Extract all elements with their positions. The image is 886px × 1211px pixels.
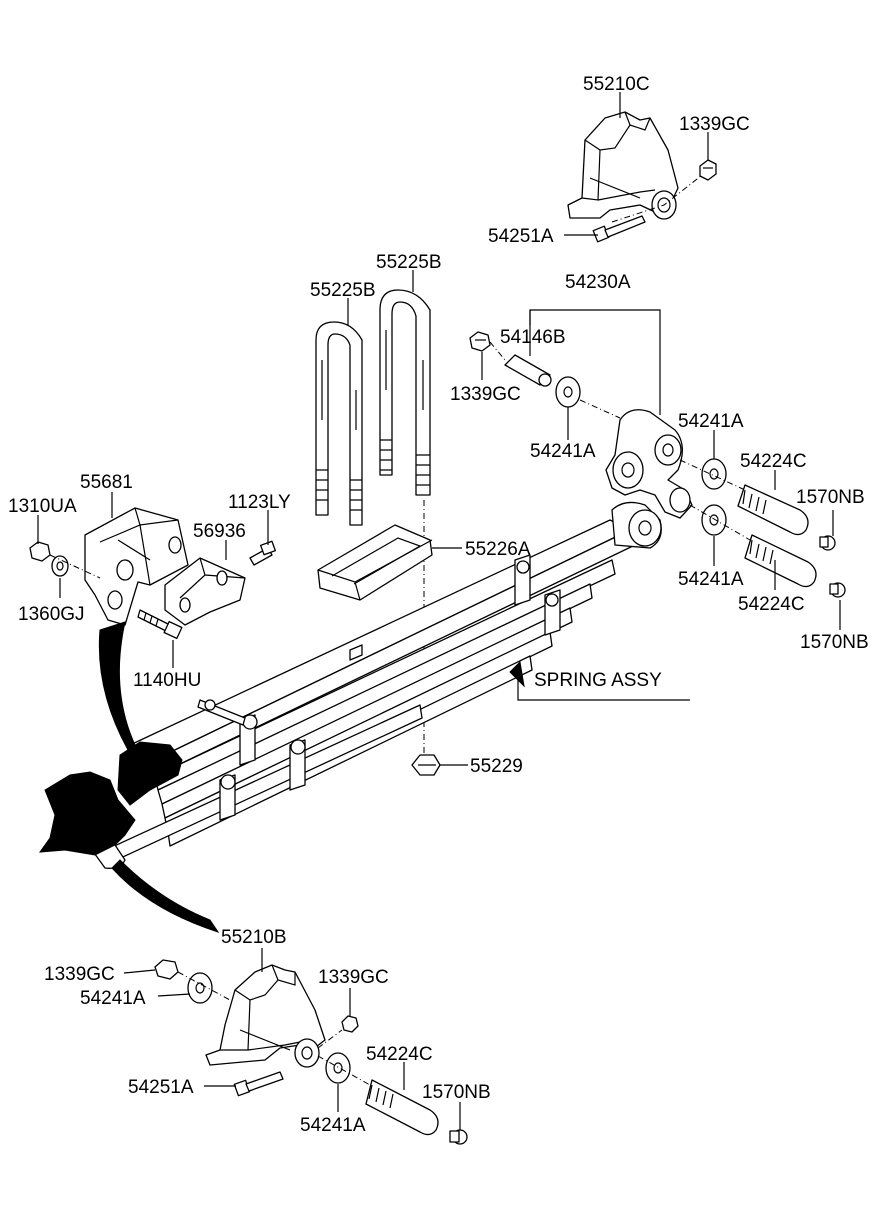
label-1339GC-mid: 1339GC	[450, 384, 521, 405]
label-55225B-left: 55225B	[310, 280, 376, 301]
washer-54241A-lower	[701, 504, 727, 536]
bumper-bracket-56936	[164, 557, 246, 626]
highlighted-bumper	[117, 741, 183, 806]
label-54224C-upper: 54224C	[740, 451, 807, 472]
label-54241A-bottom: 54241A	[300, 1115, 366, 1136]
label-1339GC-bottom-left: 1339GC	[44, 964, 115, 985]
label-1310UA: 1310UA	[8, 496, 77, 517]
bolt-1123LY	[249, 540, 276, 566]
label-55210B: 55210B	[221, 927, 287, 948]
highlighted-front-hanger	[38, 771, 136, 856]
pointer-arrow-bottom	[111, 859, 220, 933]
nut-55229	[411, 754, 441, 776]
label-1140HU: 1140HU	[133, 670, 201, 691]
label-1570NB-bottom: 1570NB	[422, 1082, 491, 1103]
washer-54241A-upper	[701, 458, 727, 490]
grease-fitting-1570NB-lower	[829, 582, 846, 598]
label-54251A-top: 54251A	[488, 226, 554, 247]
shackle-pin-54224C-upper	[737, 484, 809, 536]
label-54251A-bottom: 54251A	[128, 1077, 194, 1098]
leaf-spring-assembly	[91, 501, 662, 869]
bumper-bracket-55681	[84, 507, 189, 626]
u-bolt-front	[315, 321, 363, 526]
leader-lines	[37, 92, 841, 1130]
grease-fitting-1570NB-bottom	[449, 1129, 468, 1145]
label-54230A: 54230A	[565, 272, 631, 293]
bolt-1140HU	[137, 609, 183, 640]
label-54146B: 54146B	[500, 327, 566, 348]
rear-hanger-bracket-top	[567, 111, 717, 243]
label-54241A-bottom-left: 54241A	[80, 988, 146, 1009]
shackle-assembly	[469, 331, 846, 598]
nut-1310UA	[29, 541, 51, 562]
label-55229: 55229	[470, 756, 523, 777]
label-1570NB-lower: 1570NB	[800, 632, 869, 653]
label-54241A-mid-left: 54241A	[530, 441, 596, 462]
label-1570NB-upper: 1570NB	[796, 487, 865, 508]
label-55226A: 55226A	[465, 539, 531, 560]
front-hanger-bracket-bottom	[154, 959, 468, 1145]
label-54224C-lower: 54224C	[738, 594, 805, 615]
shackle-pin-54224C-bottom	[365, 1079, 439, 1136]
shackle-pin-54224C-lower	[744, 534, 817, 588]
bolt-54251A-bottom	[233, 1071, 284, 1097]
label-1339GC-bottom-right: 1339GC	[318, 967, 389, 988]
part-labels: 55210C 1339GC 54251A 55225B 55225B 54230…	[8, 74, 869, 1136]
label-56936: 56936	[193, 521, 246, 542]
label-1123LY: 1123LY	[228, 492, 291, 513]
label-54241A-lower-right: 54241A	[678, 569, 744, 590]
washer-54241A-bottom-left	[187, 972, 213, 1004]
nut-1339GC-bottom-right	[341, 1015, 359, 1033]
u-bolt-rear	[379, 289, 431, 496]
label-1339GC-top: 1339GC	[679, 114, 750, 135]
label-54241A-mid-right: 54241A	[678, 411, 744, 432]
grease-fitting-1570NB-upper	[819, 535, 836, 551]
nut-1339GC-bottom-left	[154, 959, 179, 980]
spring-pad-55226A	[317, 524, 433, 601]
label-55225B-right: 55225B	[376, 252, 442, 273]
bolt-54251A-top	[592, 215, 646, 243]
washer-54241A-bottom	[325, 1052, 351, 1084]
label-1360GJ: 1360GJ	[18, 604, 85, 625]
label-55210C: 55210C	[583, 74, 650, 95]
pointer-arrow-top	[98, 621, 136, 751]
washer-1360GJ	[51, 555, 69, 577]
label-spring-assy: SPRING ASSY	[534, 670, 662, 691]
label-54224C-bottom: 54224C	[366, 1044, 433, 1065]
label-55681: 55681	[80, 472, 133, 493]
